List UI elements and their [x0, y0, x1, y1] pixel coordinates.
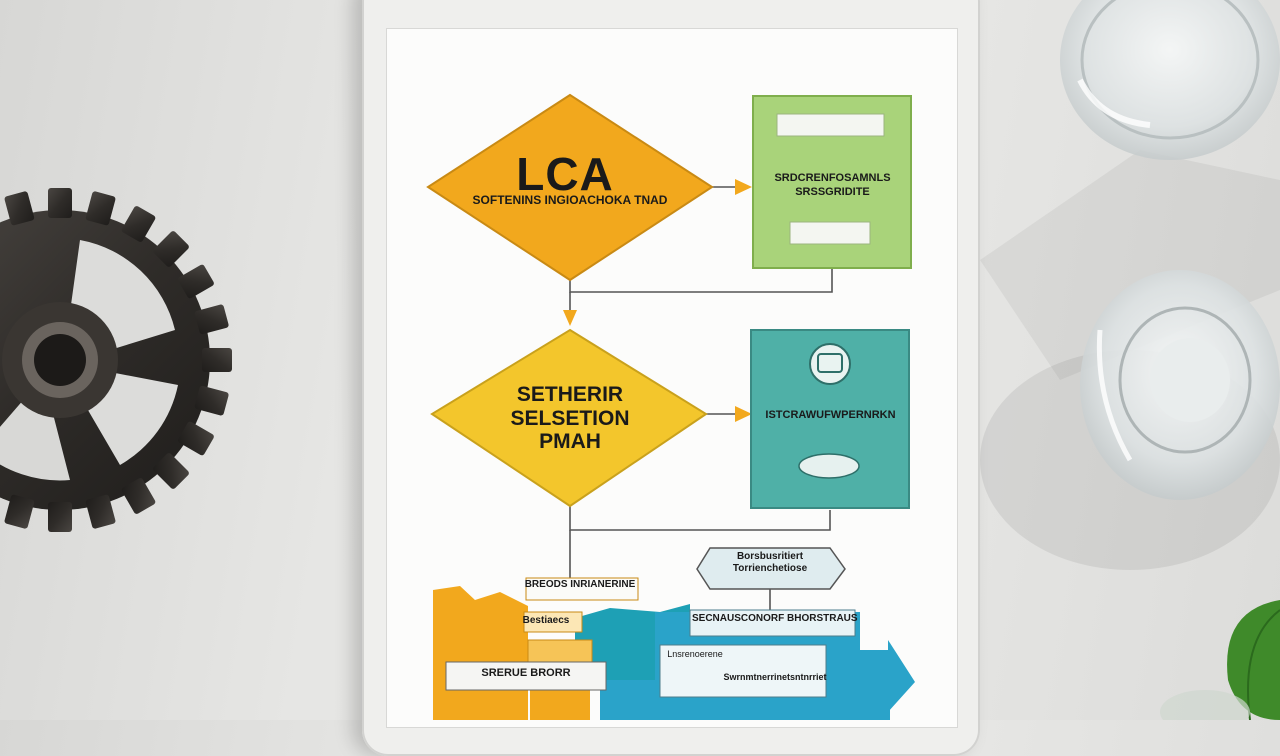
decision-diamond-lca: [426, 93, 714, 282]
bottom-label-7: Swrnmtnerrinetsntnrriet: [723, 672, 827, 682]
glass-bottom: [1080, 270, 1280, 500]
bottom-label-3: Borsbusritiert Torrienchetiose: [732, 551, 808, 574]
bottom-process-area: [433, 547, 915, 720]
decision-title: LCA: [516, 148, 614, 200]
bottom-label-6: Lnsrenoerene: [667, 649, 723, 659]
decision-2-line3: PMAH: [539, 430, 601, 454]
plant-leaf: [1160, 600, 1280, 720]
arrow-heads: [563, 179, 752, 422]
teal-box-text: ISTCRAWUFWPERNRKN: [765, 409, 896, 421]
decision-2-text: SETHERIR SELSETION PMAH: [470, 383, 670, 454]
bottom-label-2: Bestiaecs: [522, 615, 570, 626]
decision-2-line1: SETHERIR: [516, 383, 624, 406]
bottom-label-1: BREODS INRIANERINE: [524, 579, 636, 590]
decision-subtitle: SOFTENINS INGIOACHOKA TNAD: [472, 193, 668, 207]
glass-top: [1060, 0, 1280, 160]
background-props: [0, 0, 1280, 720]
bottom-label-5: SRERUE BRORR: [481, 667, 571, 679]
badge-icon: [809, 343, 851, 385]
decision-diamond-selection: [430, 328, 708, 508]
decision-2-line2: SELSETION: [510, 406, 630, 430]
gear-icon: [0, 188, 232, 532]
flowchart: [426, 93, 915, 720]
bottom-label-4: SECNAUSCONORF BHORSTRAUS: [692, 613, 858, 624]
green-box-text: SRDCRENFOSAMNLS SRSSGRIDITE: [774, 172, 891, 198]
